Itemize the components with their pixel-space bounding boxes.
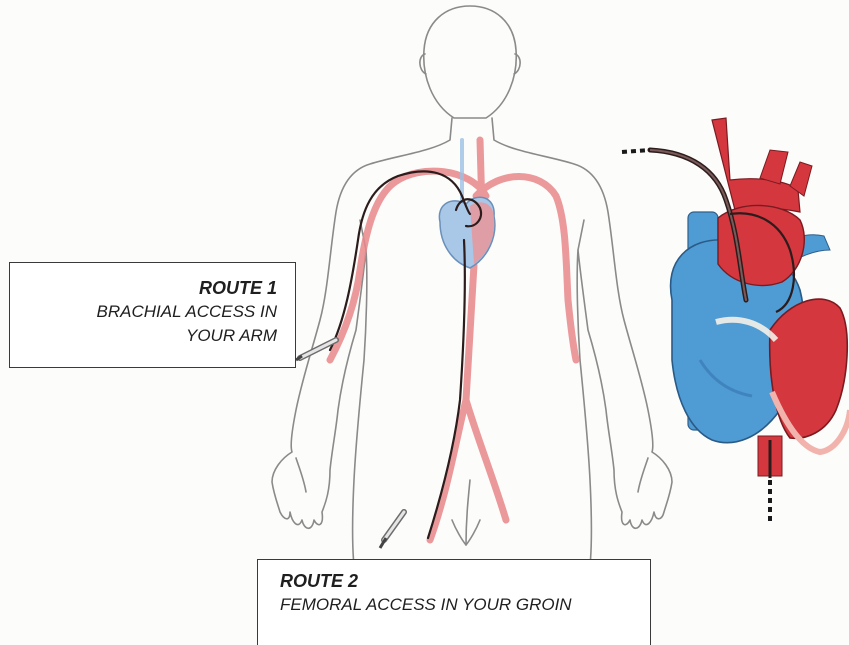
catheter-route-brachial bbox=[330, 171, 470, 350]
femoral-sheath-icon bbox=[380, 512, 404, 548]
route-1-title: ROUTE 1 bbox=[10, 276, 277, 300]
heart-illustration bbox=[622, 118, 849, 522]
route-2-title: ROUTE 2 bbox=[280, 569, 650, 593]
arteries bbox=[330, 140, 576, 540]
route-1-callout: ROUTE 1 BRACHIAL ACCESS IN YOUR ARM bbox=[9, 262, 296, 368]
route-2-callout: ROUTE 2 FEMORAL ACCESS IN YOUR GROIN bbox=[257, 559, 651, 645]
route-2-description: FEMORAL ACCESS IN YOUR GROIN bbox=[280, 593, 650, 617]
route-1-description: BRACHIAL ACCESS IN YOUR ARM bbox=[67, 300, 277, 348]
head-outline bbox=[424, 6, 517, 118]
